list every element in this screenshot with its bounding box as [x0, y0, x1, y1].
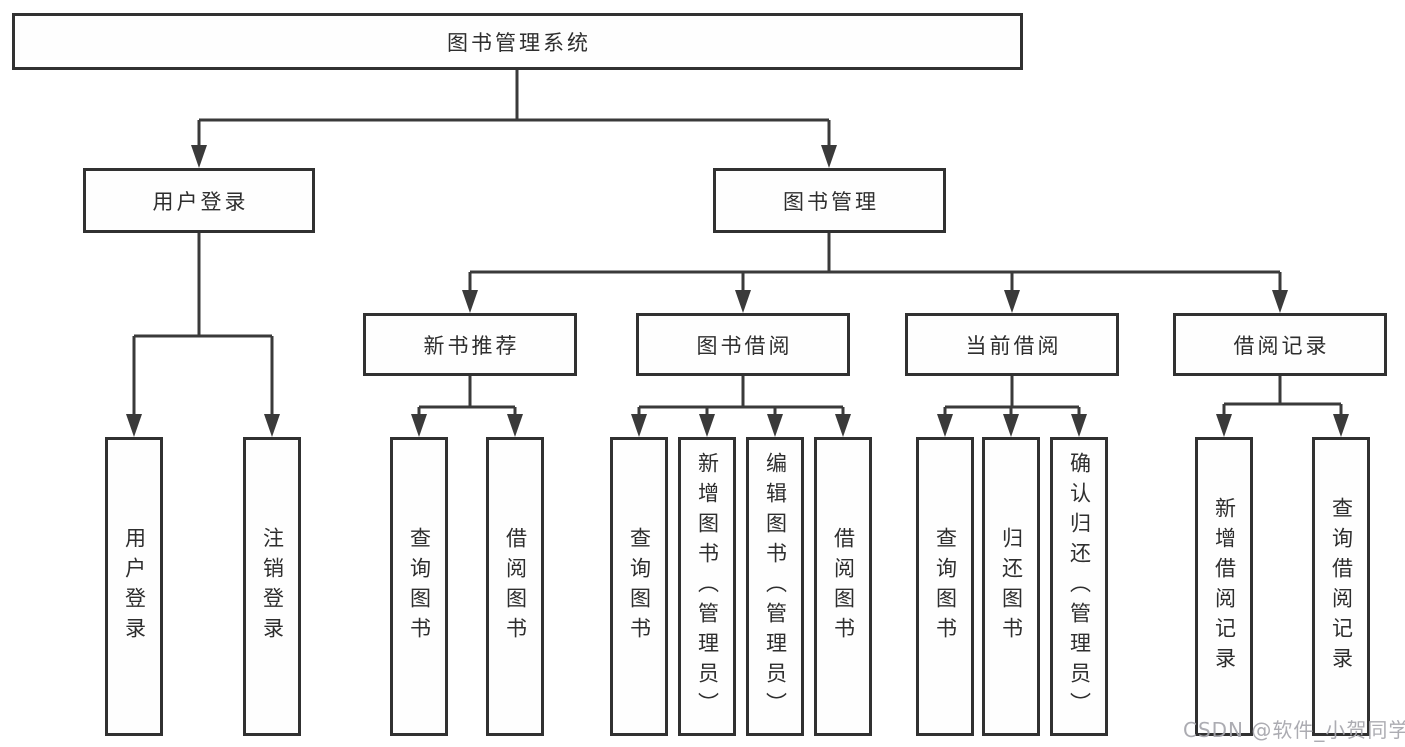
node-user-login: 用户登录	[83, 168, 315, 233]
leaf-return-books: 归还图书	[982, 437, 1040, 736]
leaf-edit-books-admin: 编辑图书（管理员）	[746, 437, 804, 736]
leaf-logout: 注销登录	[243, 437, 301, 736]
leaf-borrow-books: 借阅图书	[814, 437, 872, 736]
watermark: CSDN @软件_小贺同学	[1183, 718, 1405, 742]
node-borrow-record: 借阅记录	[1173, 313, 1387, 376]
node-new-book-recommend: 新书推荐	[363, 313, 577, 376]
leaf-user-login: 用户登录	[105, 437, 163, 736]
leaf-query-books: 查询图书	[390, 437, 448, 736]
leaf-borrow-books: 借阅图书	[486, 437, 544, 736]
leaf-add-borrow-record: 新增借阅记录	[1195, 437, 1253, 736]
leaf-add-books-admin: 新增图书（管理员）	[678, 437, 736, 736]
node-book-management: 图书管理	[713, 168, 946, 233]
arrowheads	[126, 145, 1349, 437]
node-book-borrow: 图书借阅	[636, 313, 850, 376]
leaf-query-borrow-record: 查询借阅记录	[1312, 437, 1370, 736]
node-current-borrow: 当前借阅	[905, 313, 1119, 376]
leaf-query-books: 查询图书	[610, 437, 668, 736]
leaf-confirm-return-admin: 确认归还（管理员）	[1050, 437, 1108, 736]
leaf-query-books: 查询图书	[916, 437, 974, 736]
node-root-system: 图书管理系统	[12, 13, 1023, 70]
